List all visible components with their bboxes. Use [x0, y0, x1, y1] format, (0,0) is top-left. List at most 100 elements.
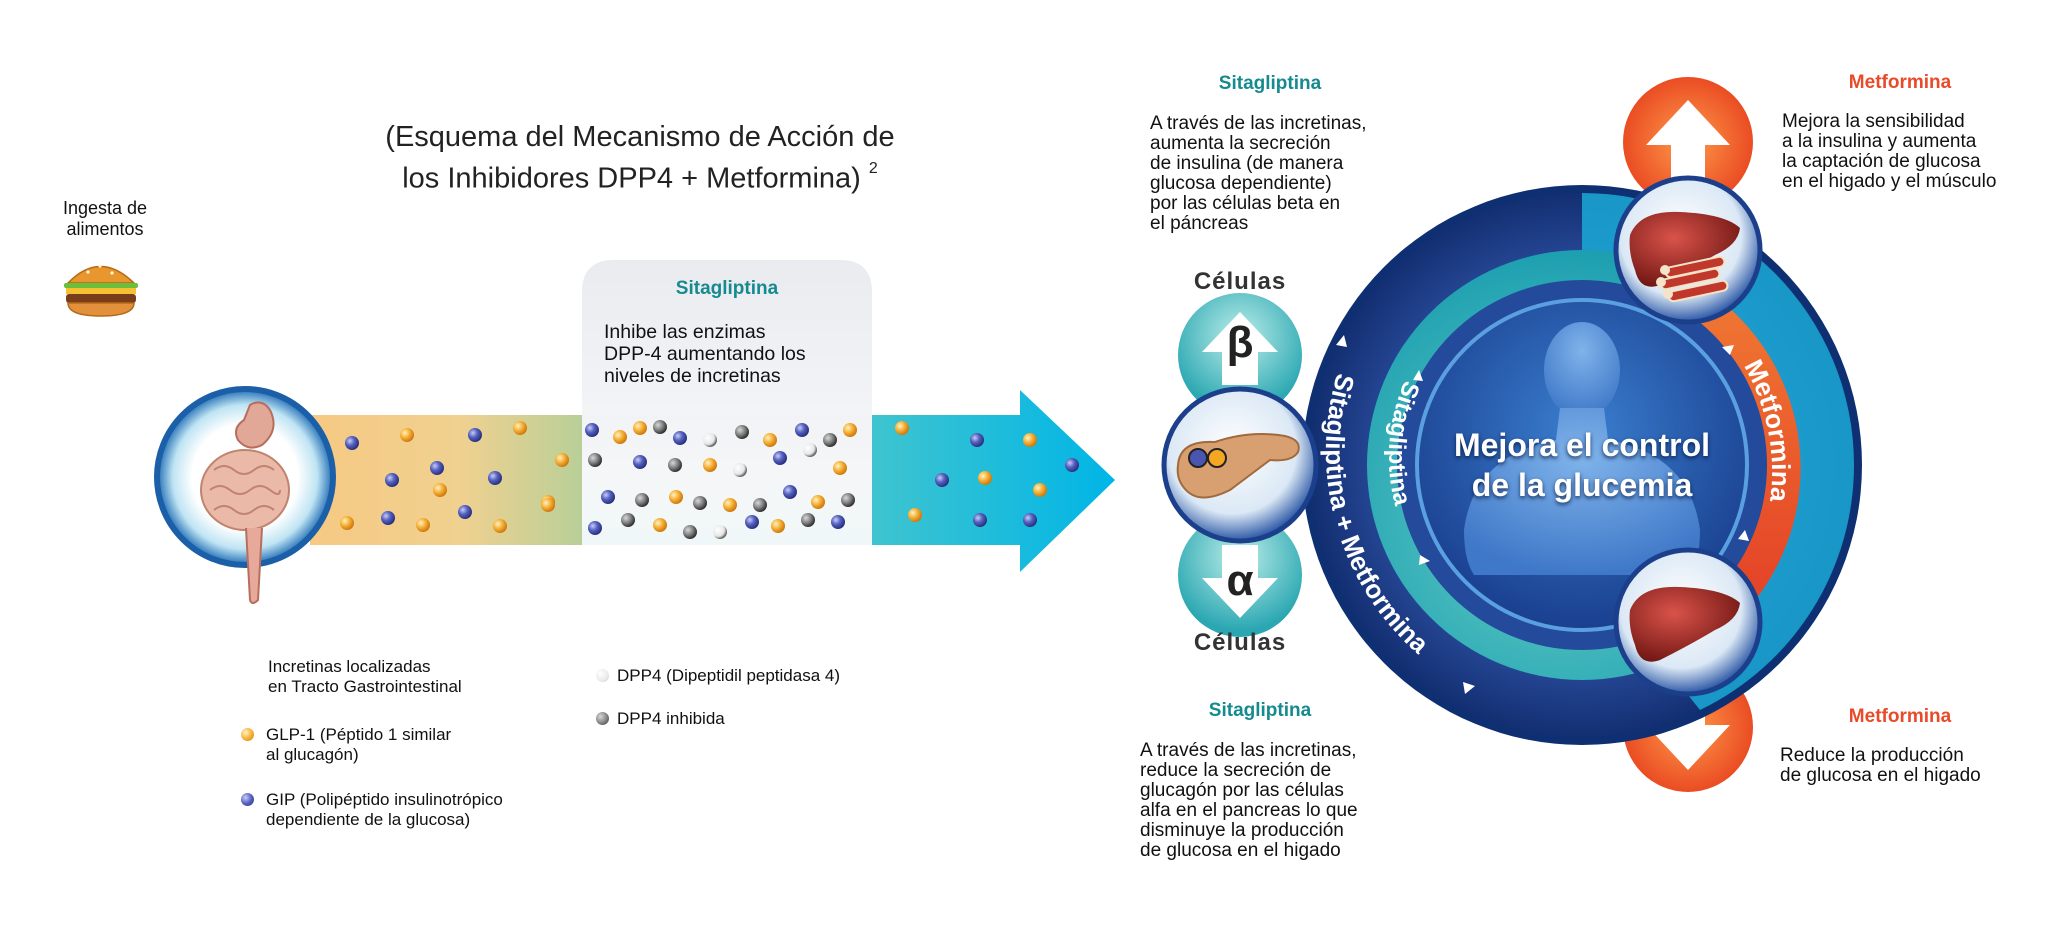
gip-dot [831, 515, 845, 529]
sita-bottom-text: A través de las incretinas, reduce la se… [1140, 740, 1358, 861]
gip-dot [468, 428, 482, 442]
beta-cell-arrow [1178, 293, 1302, 417]
sitagliptina-box-text: Inhibe las enzimas DPP-4 aumentando los … [604, 321, 806, 387]
glp1-dot [843, 423, 857, 437]
glp1-dot [340, 516, 354, 530]
sita-top-text: A través de las incretinas, aumenta la s… [1150, 113, 1367, 234]
glp1-dot [895, 421, 909, 435]
glp1-dot [555, 453, 569, 467]
dpp4-inhibited-dot [841, 493, 855, 507]
incretin-dots [340, 420, 1079, 539]
gut-circle [154, 386, 336, 604]
gip-dot [745, 515, 759, 529]
dpp4-dot [733, 463, 747, 477]
dpp4-inhibited-dot [668, 458, 682, 472]
liver-muscle-bubble [1613, 175, 1763, 325]
glp1-dot [1023, 433, 1037, 447]
glp1-dot [833, 461, 847, 475]
title-reference: 2 [868, 160, 878, 177]
gip-dot [385, 473, 399, 487]
glp1-dot [493, 519, 507, 533]
dpp4-inhibited-dot [801, 513, 815, 527]
legend-dpp4-inhibida-dot [596, 712, 609, 725]
sitagliptina-box [582, 260, 872, 545]
gip-dot [381, 511, 395, 525]
gip-dot [673, 431, 687, 445]
dpp4-inhibited-dot [753, 498, 767, 512]
gip-dot [795, 423, 809, 437]
dpp4-inhibited-dot [735, 425, 749, 439]
legend-glp1: GLP-1 (Péptido 1 similar al glucagón) [266, 725, 452, 764]
dpp4-dot [713, 525, 727, 539]
dpp4-dot [803, 443, 817, 457]
glp1-dot [513, 421, 527, 435]
gut-band [310, 415, 582, 545]
liver-bubble [1613, 547, 1763, 697]
gip-dot [633, 455, 647, 469]
sita-bottom-heading: Sitagliptina [1208, 700, 1312, 721]
gip-dot [430, 461, 444, 475]
glp1-dot [978, 471, 992, 485]
glp1-dot [763, 433, 777, 447]
gip-dot [601, 490, 615, 504]
glp1-dot [416, 518, 430, 532]
beta-cells-label: Células [1193, 268, 1287, 295]
dpp4-inhibited-dot [823, 433, 837, 447]
flow-arrow [872, 390, 1115, 572]
glp1-dot [723, 498, 737, 512]
dpp4-dot [703, 433, 717, 447]
gip-dot [458, 505, 472, 519]
glp1-dot [703, 458, 717, 472]
dpp4-inhibited-dot [693, 496, 707, 510]
glp1-dot [771, 519, 785, 533]
dpp4-inhibited-dot [635, 493, 649, 507]
glp1-dot [811, 495, 825, 509]
metformina-up-arrow [1623, 77, 1753, 207]
gip-dot [935, 473, 949, 487]
gip-dot [970, 433, 984, 447]
glp1-dot [433, 483, 447, 497]
gip-dot [345, 436, 359, 450]
legend-dpp4-dot [596, 669, 609, 682]
gip-dot [488, 471, 502, 485]
alpha-glyph: α [1226, 556, 1254, 605]
gip-dot [1065, 458, 1079, 472]
met-bottom-heading: Metformina [1848, 706, 1952, 727]
dpp4-inhibited-dot [683, 525, 697, 539]
legend-gip-dot [241, 793, 254, 806]
legend-dpp4: DPP4 (Dipeptidil peptidasa 4) [617, 666, 841, 685]
glp1-dot [633, 421, 647, 435]
legend-gip: GIP (Polipéptido insulinotrópico dependi… [266, 790, 503, 829]
burger-icon [64, 264, 138, 317]
glp1-dot [400, 428, 414, 442]
alpha-cells-label: Células [1193, 629, 1287, 656]
food-label: Ingesta de alimentos [62, 198, 148, 239]
center-glucose-control-text: Mejora el control de la glucemia [1453, 427, 1711, 503]
ring-arrow-markers [1336, 335, 1749, 694]
pancreas-bubble [1161, 386, 1319, 544]
title-line-1: (Esquema del Mecanismo de Acción de [385, 121, 895, 153]
sitagliptina-box-heading: Sitagliptina [675, 278, 779, 299]
gip-dot [585, 423, 599, 437]
legend-dpp4-inhibida: DPP4 inhibida [617, 709, 725, 728]
glp1-dot [908, 508, 922, 522]
legend-glp1-dot [241, 728, 254, 741]
gip-dot [783, 485, 797, 499]
dpp4-inhibited-dot [653, 420, 667, 434]
sita-top-heading: Sitagliptina [1218, 73, 1322, 94]
glp1-dot [541, 498, 555, 512]
alpha-cell-arrow [1178, 513, 1302, 637]
gip-dot [1023, 513, 1037, 527]
gip-dot [973, 513, 987, 527]
met-bottom-text: Reduce la producción de glucosa en el hi… [1780, 745, 1981, 786]
glp1-dot [669, 490, 683, 504]
met-top-text: Mejora la sensibilidad a la insulina y a… [1782, 111, 1997, 192]
legend-incretinas: Incretinas localizadas en Tracto Gastroi… [268, 657, 462, 696]
glp1-dot [613, 430, 627, 444]
glp1-dot [1033, 483, 1047, 497]
met-top-heading: Metformina [1848, 72, 1952, 93]
gip-dot [588, 521, 602, 535]
glp1-dot [653, 518, 667, 532]
